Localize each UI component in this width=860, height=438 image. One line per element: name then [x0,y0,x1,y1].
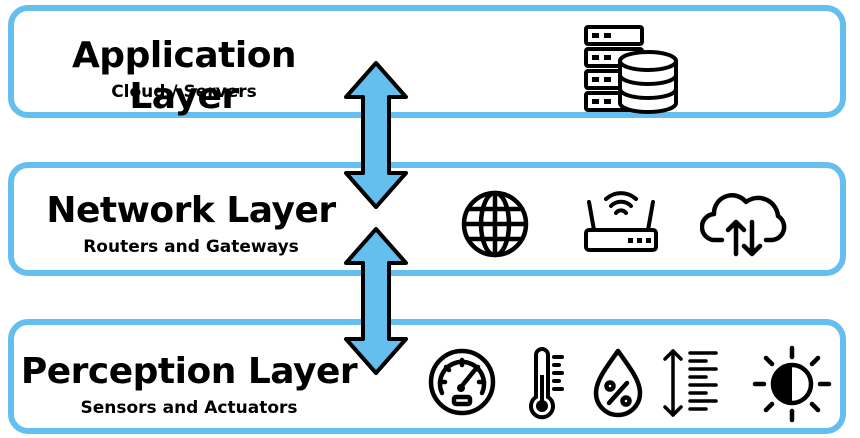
network-layer-subtitle: Routers and Gateways [83,237,299,257]
application-layer-title: Application Layer [71,35,297,117]
cloud-upload-download-icon [700,193,787,257]
perception-layer-subtitle: Sensors and Actuators [80,398,298,418]
humidity-drop-icon [593,348,643,418]
wifi-router-icon [584,191,658,252]
gauge-icon [428,348,496,416]
globe-icon [461,190,529,258]
double-arrow-network-perception [344,227,408,375]
double-arrow-application-network [344,61,408,209]
distance-level-icon [663,349,718,417]
brightness-icon [752,345,832,423]
perception-layer-title: Perception Layer [20,351,358,392]
perception-layer-box: Perception Layer Sensors and Actuators [8,319,846,434]
network-layer-title: Network Layer [46,190,336,231]
network-layer-box: Network Layer Routers and Gateways [8,162,846,276]
application-layer-box: Application Layer Cloud / Servers [8,5,846,118]
thermometer-icon [529,347,564,420]
server-database-icon [584,25,678,114]
application-layer-subtitle: Cloud / Servers [111,82,257,102]
